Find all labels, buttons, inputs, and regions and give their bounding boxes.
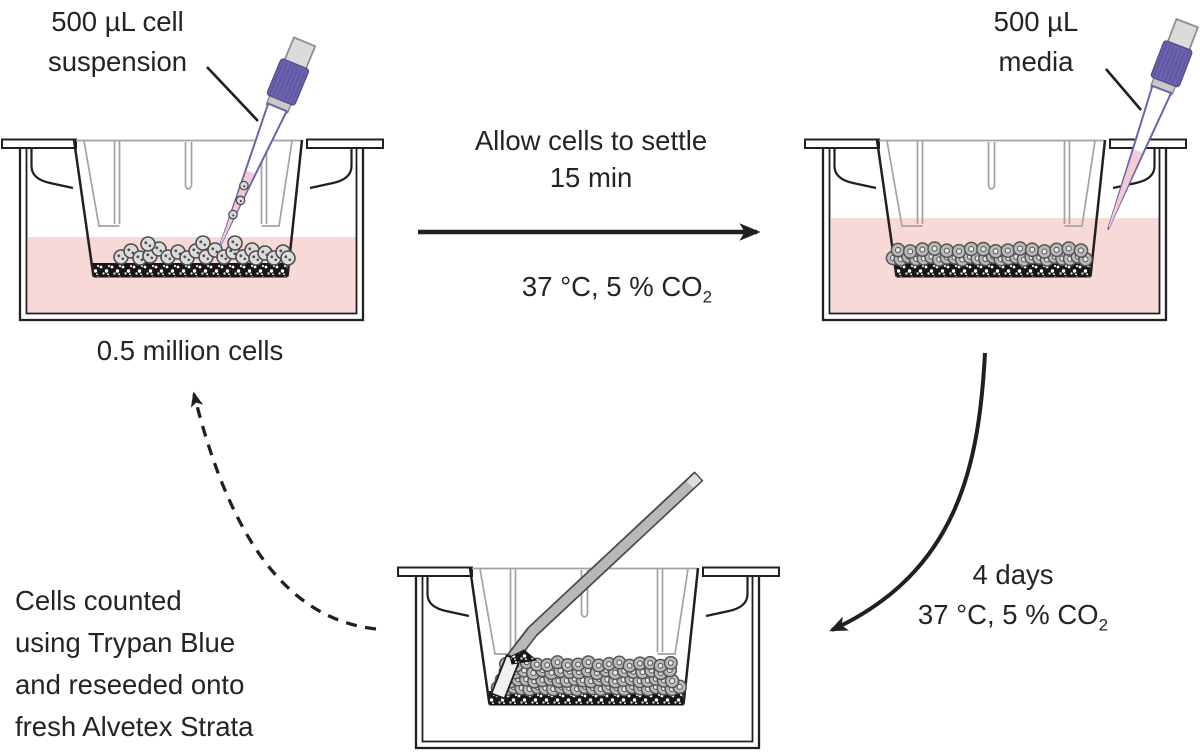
label-line: 500 µL cell [51, 6, 184, 37]
label-line: 500 µL [993, 6, 1079, 37]
well-bottom-illustration [397, 566, 780, 750]
well-left-illustration [1, 138, 384, 322]
subscript: 2 [1098, 615, 1109, 635]
label-line: fresh Alvetex Strata [15, 711, 254, 742]
label-line: 15 min [549, 162, 633, 193]
label-line: Cells counted [15, 585, 182, 616]
label-line: using Trypan Blue [15, 627, 236, 658]
label-line: and reseeded onto [15, 669, 245, 700]
label-line: media [998, 46, 1074, 77]
label-incubation-step: 4 days 37 °C, 5 % CO2 [900, 555, 1126, 646]
label-line: 4 days [972, 559, 1054, 590]
label-reseed-note: Cells counted using Trypan Blue and rese… [15, 580, 360, 748]
flow-arrows [190, 66, 1142, 632]
micropipette-icon [1107, 17, 1200, 230]
label-settle-step: Allow cells to settle 15 min [441, 122, 741, 196]
spatula-icon [490, 471, 704, 700]
label-line: Allow cells to settle [474, 125, 708, 156]
label-line: 37 °C, 5 % CO [521, 271, 703, 302]
subscript: 2 [702, 287, 713, 307]
label-media-volume: 500 µL media [936, 2, 1136, 82]
label-incubation-conditions: 37 °C, 5 % CO2 [462, 267, 772, 318]
label-line: suspension [47, 46, 188, 77]
label-seed-count: 0.5 million cells [96, 335, 284, 366]
label-cell-suspension: 500 µL cell suspension [10, 2, 225, 82]
micropipette-icon [219, 36, 317, 247]
label-line: 37 °C, 5 % CO2 [917, 599, 1109, 635]
